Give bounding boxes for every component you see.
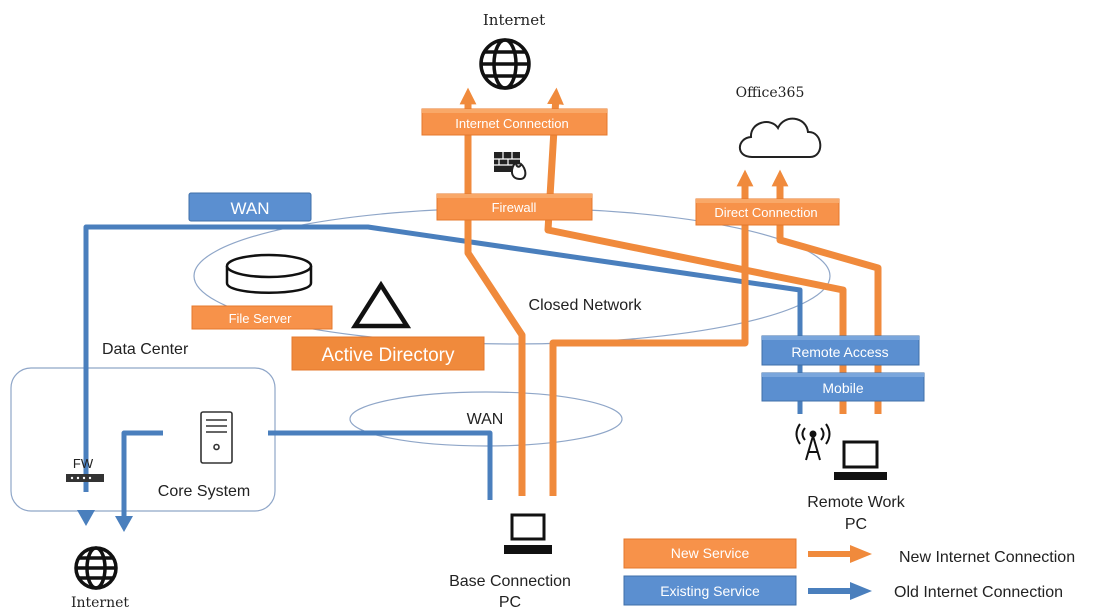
legend: New Service New Internet Connection Exis… <box>623 538 1075 606</box>
base-pc-label-line2: PC <box>499 594 521 609</box>
internet-connection-box <box>421 108 608 136</box>
globe-icon <box>479 38 531 90</box>
active-directory-box <box>291 336 485 371</box>
legend-new-connection-label: New Internet Connection <box>899 549 1075 566</box>
base-pc-to-internet-left <box>459 87 526 496</box>
router-icon <box>66 474 104 482</box>
office365-label: Office365 <box>736 85 805 101</box>
cloud-icon <box>738 117 822 158</box>
wan-line-datacenter-to-remote <box>83 224 803 492</box>
direct-connection-box <box>695 198 840 226</box>
mobile-box-highlight <box>762 373 924 377</box>
wan-ellipse <box>349 391 623 447</box>
remote-access-label: Remote Access <box>791 344 888 360</box>
core-to-internet-line <box>121 430 163 518</box>
remote-access-box <box>761 335 920 366</box>
globe-icon <box>74 546 118 590</box>
legend-new-service-label: New Service <box>671 545 750 561</box>
server-icon <box>200 411 233 464</box>
mobile-label: Mobile <box>822 380 863 396</box>
firewall-box-highlight <box>437 194 592 198</box>
remote-pc-label-line2: PC <box>845 516 867 533</box>
bottom-internet-label: Internet <box>71 595 129 609</box>
legend-existing-service-box <box>623 575 797 606</box>
closed-network-label: Closed Network <box>529 297 643 314</box>
firewall-label: Firewall <box>492 200 537 215</box>
file-server-label: File Server <box>229 311 293 326</box>
data-center-box <box>10 367 276 512</box>
base-pc-to-office365 <box>549 169 754 496</box>
existing-connection-lines <box>83 224 803 518</box>
active-directory-label: Active Directory <box>321 345 455 366</box>
firewall-box <box>436 193 593 221</box>
arrow-fw-down <box>77 510 95 526</box>
remote-access-box-highlight <box>762 336 919 340</box>
legend-new-service-box <box>623 538 797 569</box>
core-system-label: Core System <box>158 483 250 500</box>
triangle-icon <box>350 280 412 329</box>
existing-arrowheads <box>77 510 133 532</box>
direct-connection-box-highlight <box>696 199 839 203</box>
laptop-icon <box>504 513 552 554</box>
mobile-box <box>761 372 925 402</box>
database-icon <box>225 253 313 294</box>
file-server-box <box>191 305 333 330</box>
wan-bottom-label: WAN <box>467 411 504 428</box>
core-to-base-pc-line <box>268 430 493 500</box>
arrow-core-down <box>115 516 133 532</box>
direct-connection-label: Direct Connection <box>714 205 817 220</box>
base-pc-label-line1: Base Connection <box>449 573 571 590</box>
fw-label: FW <box>73 456 94 471</box>
remote-pc-label-line1: Remote Work <box>807 494 906 511</box>
legend-new-arrowhead <box>850 545 872 563</box>
top-internet-label: Internet <box>483 11 545 29</box>
data-center-label: Data Center <box>102 341 189 358</box>
wan-top-box <box>188 192 312 222</box>
legend-old-arrowhead <box>850 582 872 600</box>
laptop-icon <box>834 440 887 480</box>
legend-old-connection-label: Old Internet Connection <box>894 584 1063 601</box>
wan-top-label: WAN <box>230 199 269 218</box>
legend-existing-service-label: Existing Service <box>660 583 760 599</box>
antenna-icon <box>795 423 831 461</box>
internet-connection-label: Internet Connection <box>455 116 568 131</box>
internet-connection-box-highlight <box>422 109 607 113</box>
firewall-icon <box>494 152 527 181</box>
